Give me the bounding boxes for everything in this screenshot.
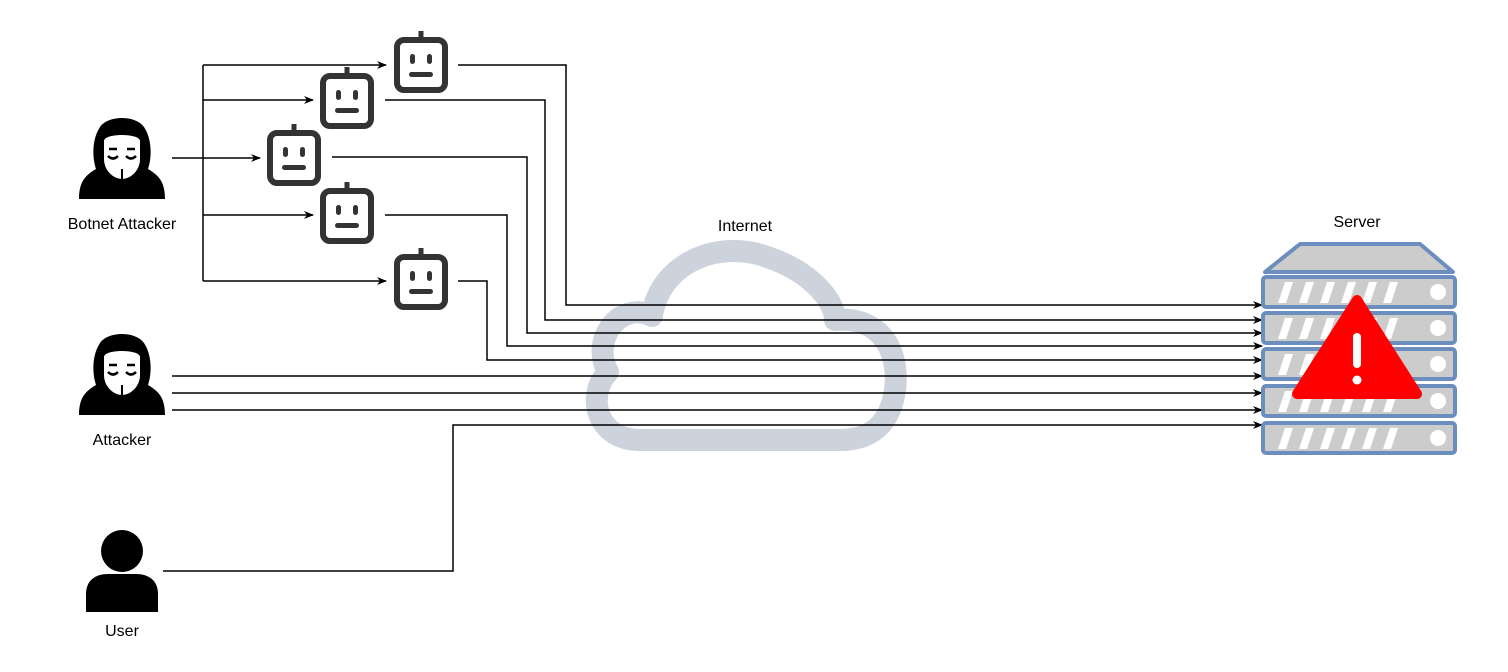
botnet-attacker-label: Botnet Attacker xyxy=(67,216,177,233)
user-label: User xyxy=(105,623,139,640)
internet-cloud-icon xyxy=(585,240,907,451)
bot-4-robot-icon xyxy=(323,182,371,241)
bot-3-robot-icon xyxy=(270,124,318,183)
attacker-icon xyxy=(77,332,167,417)
bot-5-robot-icon xyxy=(397,248,445,307)
server-rack-icon xyxy=(1261,242,1457,455)
server-label: Server xyxy=(1333,214,1381,231)
user-icon xyxy=(86,530,158,612)
bot-1-robot-icon xyxy=(397,31,445,90)
traffic-arrows xyxy=(163,64,1263,572)
botnet-attacker-icon xyxy=(77,116,167,201)
internet-label: Internet xyxy=(717,218,773,235)
attacker-label: Attacker xyxy=(92,432,152,449)
warning-triangle-icon xyxy=(1292,295,1422,399)
botnet-control-arrows xyxy=(172,61,387,285)
bot-2-robot-icon xyxy=(323,67,371,126)
